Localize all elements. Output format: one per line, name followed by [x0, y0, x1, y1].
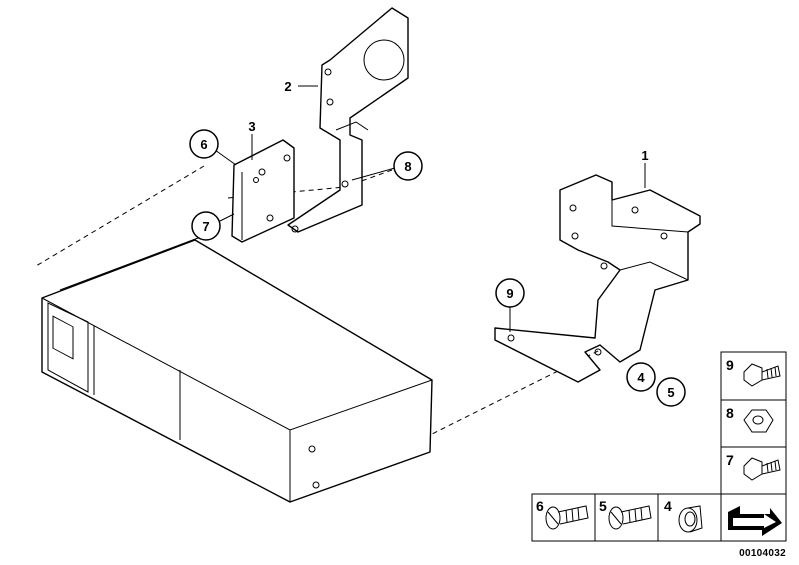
changer-front-panel [47, 302, 89, 393]
callout-9-circle [495, 278, 525, 308]
callout-1: 1 [641, 148, 648, 163]
flange-bolt-icon [743, 457, 781, 481]
legend-label-7: 7 [726, 452, 734, 468]
mounting-hole-upper [308, 445, 316, 453]
callout-8-circle [393, 151, 423, 181]
parts-legend: 9 8 7 6 [531, 351, 787, 542]
changer-lid-edge [59, 237, 199, 291]
bracket-2-large-hole [363, 39, 405, 81]
callout-6: 6 [200, 137, 207, 152]
legend-label-6: 6 [536, 498, 544, 514]
legend-cell-5 [594, 493, 659, 542]
callout-3: 3 [248, 119, 255, 134]
callout-5-circle [656, 377, 686, 407]
callouts: 1 2 3 6 7 8 9 4 5 [189, 79, 686, 407]
changer-body [41, 239, 433, 503]
legend-label-4: 4 [664, 498, 672, 514]
changer-panel-lines [93, 326, 181, 440]
callout-4-circle [626, 362, 656, 392]
arrow-symbol-icon [728, 506, 782, 536]
changer-slot [52, 315, 74, 360]
cd-changer-unit [41, 237, 433, 503]
grommet-icon [678, 505, 703, 533]
bracket-1 [494, 174, 701, 383]
callout-4: 4 [637, 370, 645, 385]
screw-icon [608, 505, 652, 530]
pan-head-screw-icon [545, 505, 589, 530]
bracket-2 [287, 7, 409, 233]
callout-5: 5 [667, 385, 674, 400]
bracket-3 [231, 139, 295, 243]
callout-8: 8 [404, 159, 411, 174]
callout-9: 9 [506, 286, 513, 301]
callout-7: 7 [202, 219, 209, 234]
leader-lines [214, 85, 646, 332]
mounting-hole-lower [312, 481, 320, 489]
callout-7-circle [191, 211, 221, 241]
hex-nut-icon [743, 409, 774, 433]
drawing-number: 00104032 [739, 548, 786, 559]
bolt-with-washer-icon [743, 363, 781, 387]
legend-label-9: 9 [726, 357, 734, 373]
legend-label-5: 5 [599, 498, 607, 514]
callout-6-circle [189, 129, 219, 159]
callout-2: 2 [284, 79, 291, 94]
legend-label-8: 8 [726, 405, 734, 421]
